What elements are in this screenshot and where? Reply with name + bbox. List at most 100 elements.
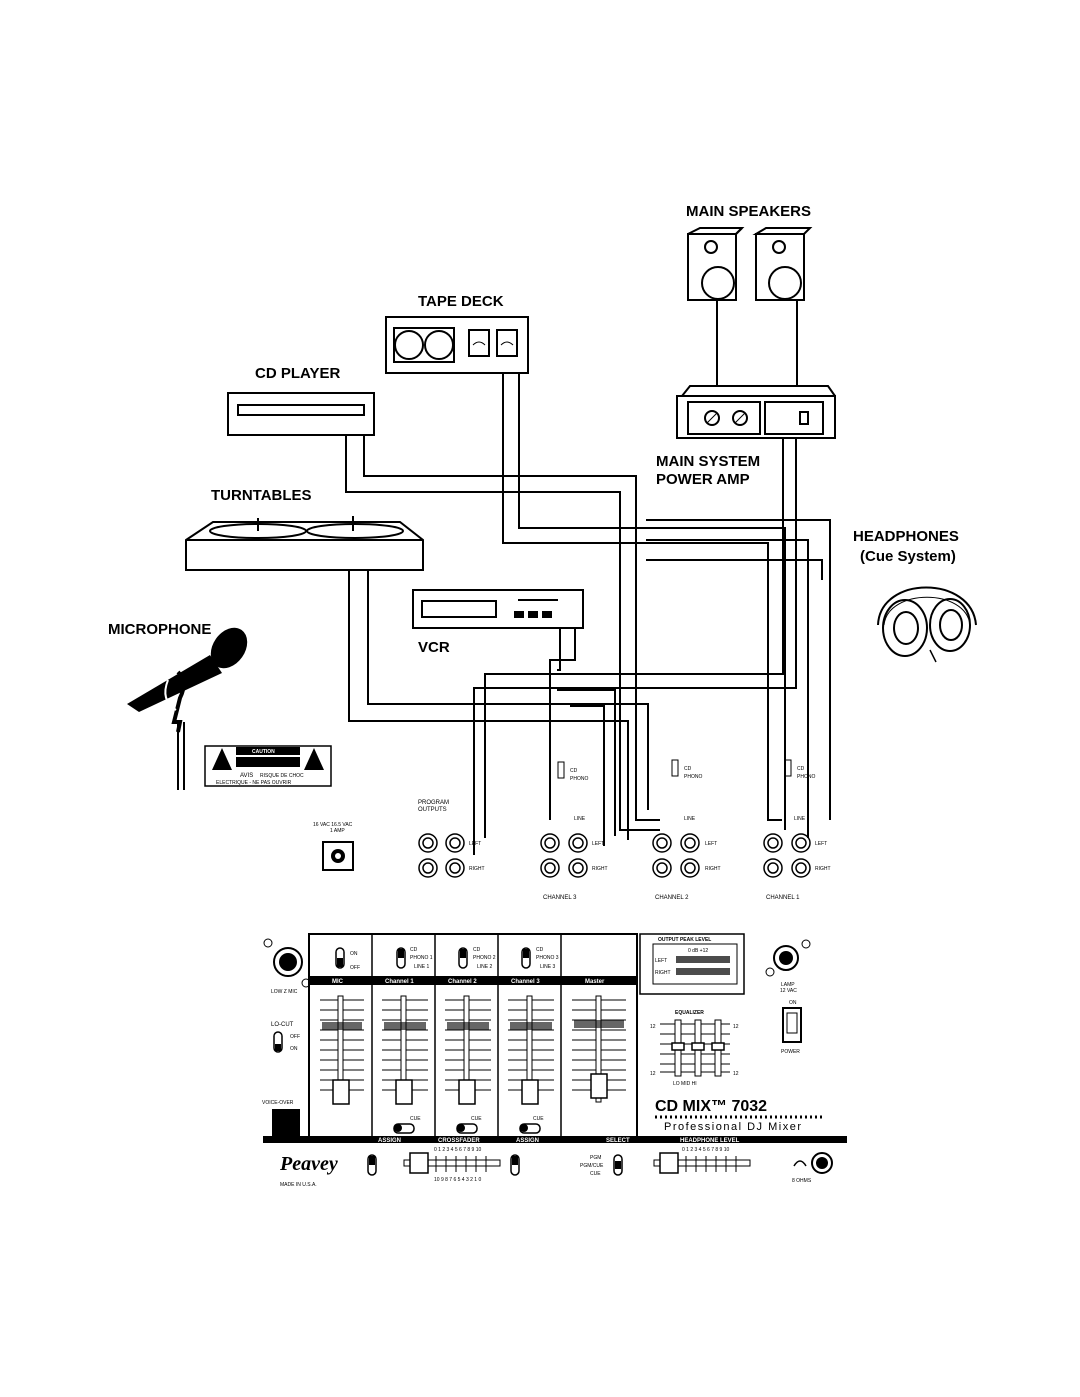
power-amp: [676, 385, 836, 439]
main-speakers: [687, 227, 813, 301]
avis: AVIS: [240, 773, 253, 779]
label-main-speakers: MAIN SPEAKERS: [686, 203, 811, 220]
mixer-front-panel: LOW Z MIC LO-CUT OFF ON VOICE-OVER MIC C…: [262, 933, 847, 1188]
made-in-label: MADE IN U.S.A.: [280, 1182, 317, 1188]
power-jack: [322, 841, 354, 871]
cue-ch1-button[interactable]: [393, 1123, 415, 1134]
ch1-sel-phono: PHONO 1: [410, 955, 433, 961]
crossfader-scale-bottom: 10 9 8 7 6 5 4 3 2 1 0: [434, 1177, 481, 1183]
ch2-cd: CD: [684, 766, 692, 772]
out-right: RIGHT: [469, 866, 485, 872]
crossfader[interactable]: [403, 1152, 501, 1174]
fader-ch1[interactable]: [382, 995, 428, 1105]
caution-title: CAUTION: [252, 749, 275, 755]
program-label: PROGRAM: [418, 800, 449, 806]
ch2-phono: PHONO: [684, 774, 702, 780]
peak-scale: 0 dB +12: [688, 948, 708, 954]
voice-over-button[interactable]: [272, 1109, 300, 1137]
power-switch[interactable]: [782, 1007, 802, 1043]
label-vcr: VCR: [418, 639, 450, 656]
lo-cut-label: LO-CUT: [271, 1022, 294, 1028]
cue-ch3-label: CUE: [533, 1116, 544, 1122]
ch1-phono: PHONO: [797, 774, 815, 780]
strip-header-ch3: Channel 3: [511, 979, 540, 985]
amp-label: 1 AMP: [330, 828, 345, 834]
model-subtitle: Professional DJ Mixer: [664, 1121, 802, 1133]
peak-meter-left: [676, 956, 730, 963]
turntables: [185, 516, 424, 571]
cue-ch3-button[interactable]: [519, 1123, 541, 1134]
brand-logo: Peavey: [279, 1153, 338, 1175]
ch2-left: LEFT: [705, 841, 717, 847]
ch3-phono: PHONO: [570, 776, 588, 782]
channel-3-label: CHANNEL 3: [543, 895, 577, 901]
ch1-right: RIGHT: [815, 866, 831, 872]
eq-sliders[interactable]: [660, 1019, 730, 1077]
strip-header-ch1: Channel 1: [385, 979, 414, 985]
ch3-right: RIGHT: [592, 866, 608, 872]
avis-text-2: ELECTRIQUE - NE PAS OUVRIR: [216, 780, 292, 786]
headphone-jack[interactable]: [811, 1152, 833, 1174]
peak-left: LEFT: [655, 958, 667, 964]
lo-cut-on: ON: [290, 1046, 298, 1052]
lo-cut-switch[interactable]: [273, 1031, 283, 1053]
fader-mic[interactable]: [320, 995, 364, 1105]
cue-ch2-button[interactable]: [456, 1123, 478, 1134]
mic-off: OFF: [350, 965, 360, 971]
ch1-sel-cd: CD: [410, 947, 418, 953]
select-pgm: PGM: [590, 1155, 601, 1161]
ch3-sel-line: LINE 3: [540, 964, 556, 970]
eq-scale-top-right: 12: [733, 1024, 739, 1030]
mic-on-off-switch[interactable]: [335, 947, 345, 969]
strip-header-ch2: Channel 2: [448, 979, 477, 985]
headphone-level-slider[interactable]: [653, 1152, 751, 1174]
label-headphones-2: (Cue System): [860, 548, 956, 565]
out-left: LEFT: [469, 841, 481, 847]
select-cue: CUE: [590, 1171, 601, 1177]
ch3-source-switch[interactable]: [521, 947, 531, 969]
ch1-line: LINE: [794, 816, 806, 822]
ch2-line: LINE: [684, 816, 696, 822]
avis-text: RISQUE DE CHOC: [260, 773, 304, 779]
ch3-left: LEFT: [592, 841, 604, 847]
bottom-header-select: SELECT: [606, 1138, 630, 1144]
label-cd-player: CD PLAYER: [255, 365, 340, 382]
model-name: CD MIX™ 7032: [655, 1098, 767, 1115]
peak-meter-right: [676, 968, 730, 975]
ch2-source-switch[interactable]: [458, 947, 468, 969]
rear-panel: PROGRAM OUTPUTS 16 VAC 16.5 VAC 1 AMP LE…: [313, 759, 831, 901]
assign-left-switch[interactable]: [367, 1154, 377, 1176]
power-label: POWER: [781, 1049, 800, 1055]
voice-over-label: VOICE-OVER: [262, 1100, 294, 1106]
caution-label: CAUTION AVIS RISQUE DE CHOC ELECTRIQUE -…: [204, 745, 332, 787]
bottom-header-assign-2: ASSIGN: [516, 1138, 539, 1144]
ch3-line: LINE: [574, 816, 586, 822]
equalizer-label: EQUALIZER: [675, 1010, 704, 1016]
fader-ch2[interactable]: [445, 995, 491, 1105]
lamp-socket: [773, 945, 799, 971]
label-power-amp-1: MAIN SYSTEM: [656, 453, 760, 470]
output-peak-level-label: OUTPUT PEAK LEVEL: [658, 937, 711, 943]
assign-right-switch[interactable]: [510, 1154, 520, 1176]
label-turntables: TURNTABLES: [211, 487, 312, 504]
ch1-source-switch[interactable]: [396, 947, 406, 969]
cd-player: [227, 392, 375, 436]
select-switch[interactable]: [613, 1154, 623, 1176]
fader-ch3[interactable]: [508, 995, 554, 1105]
label-microphone: MICROPHONE: [108, 621, 211, 638]
channel-2-label: CHANNEL 2: [655, 895, 689, 901]
low-z-mic-label: LOW Z MIC: [271, 989, 298, 995]
ch1-cd: CD: [797, 766, 805, 772]
lamp-vac: 12 VAC: [780, 988, 797, 994]
ch3-cd: CD: [570, 768, 578, 774]
eq-scale-top-left: 12: [650, 1024, 656, 1030]
outputs-label: OUTPUTS: [418, 807, 447, 813]
eq-bands-label: LO MID HI: [673, 1081, 697, 1087]
strip-header-master: Master: [585, 979, 605, 985]
label-tape-deck: TAPE DECK: [418, 293, 504, 310]
ch2-sel-phono: PHONO 2: [473, 955, 496, 961]
vcr: [412, 589, 584, 629]
fader-master[interactable]: [572, 995, 626, 1103]
power-in-label: 16 VAC 16.5 VAC: [313, 822, 353, 828]
